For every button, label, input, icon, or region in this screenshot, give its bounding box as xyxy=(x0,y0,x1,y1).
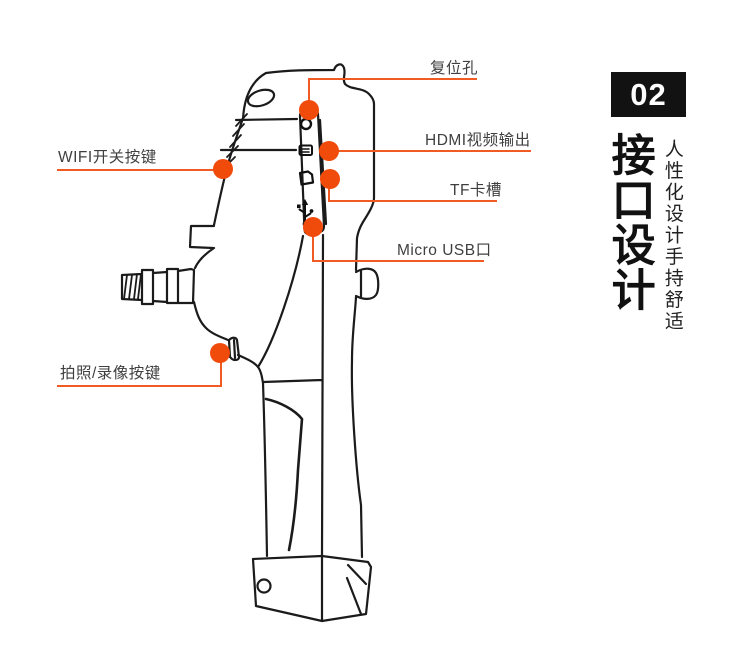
dot-usb xyxy=(303,217,323,237)
dot-reset xyxy=(299,100,319,120)
section-subtitle: 人性化设计手持舒适 xyxy=(661,139,683,333)
dot-tf xyxy=(320,169,340,189)
dot-capture xyxy=(210,343,230,363)
callout-label-wifi: WIFI开关按键 xyxy=(58,149,157,166)
capture-button-shape xyxy=(227,336,241,362)
device-outline xyxy=(241,63,376,272)
callout-dots xyxy=(210,100,340,363)
dot-hdmi xyxy=(319,141,339,161)
cable-hatch xyxy=(123,273,142,300)
section-number-badge: 02 xyxy=(611,72,686,117)
grip-inlay xyxy=(264,397,304,552)
callout-label-usb: Micro USB口 xyxy=(397,242,492,259)
hdmi-port-icon xyxy=(298,144,313,156)
lens-oval xyxy=(246,88,276,108)
hatch-marks xyxy=(223,113,248,169)
probe-connector xyxy=(120,267,196,306)
callout-label-capture: 拍照/录像按键 xyxy=(60,365,161,382)
callout-label-reset: 复位孔 xyxy=(430,60,479,77)
section-title: 接口设计 xyxy=(604,132,654,312)
leader-usb xyxy=(312,227,484,262)
callout-label-hdmi: HDMI视频输出 xyxy=(425,132,531,149)
section-number: 02 xyxy=(630,76,667,112)
dot-wifi xyxy=(213,159,233,179)
tf-card-slot-icon xyxy=(298,170,315,186)
leader-capture xyxy=(57,355,222,387)
leader-reset xyxy=(308,78,477,110)
base-hole xyxy=(256,578,272,594)
callout-label-tf: TF卡槽 xyxy=(450,182,502,199)
thumb-knob xyxy=(354,267,380,300)
micro-usb-icon xyxy=(297,199,314,227)
battery-base xyxy=(251,554,373,623)
